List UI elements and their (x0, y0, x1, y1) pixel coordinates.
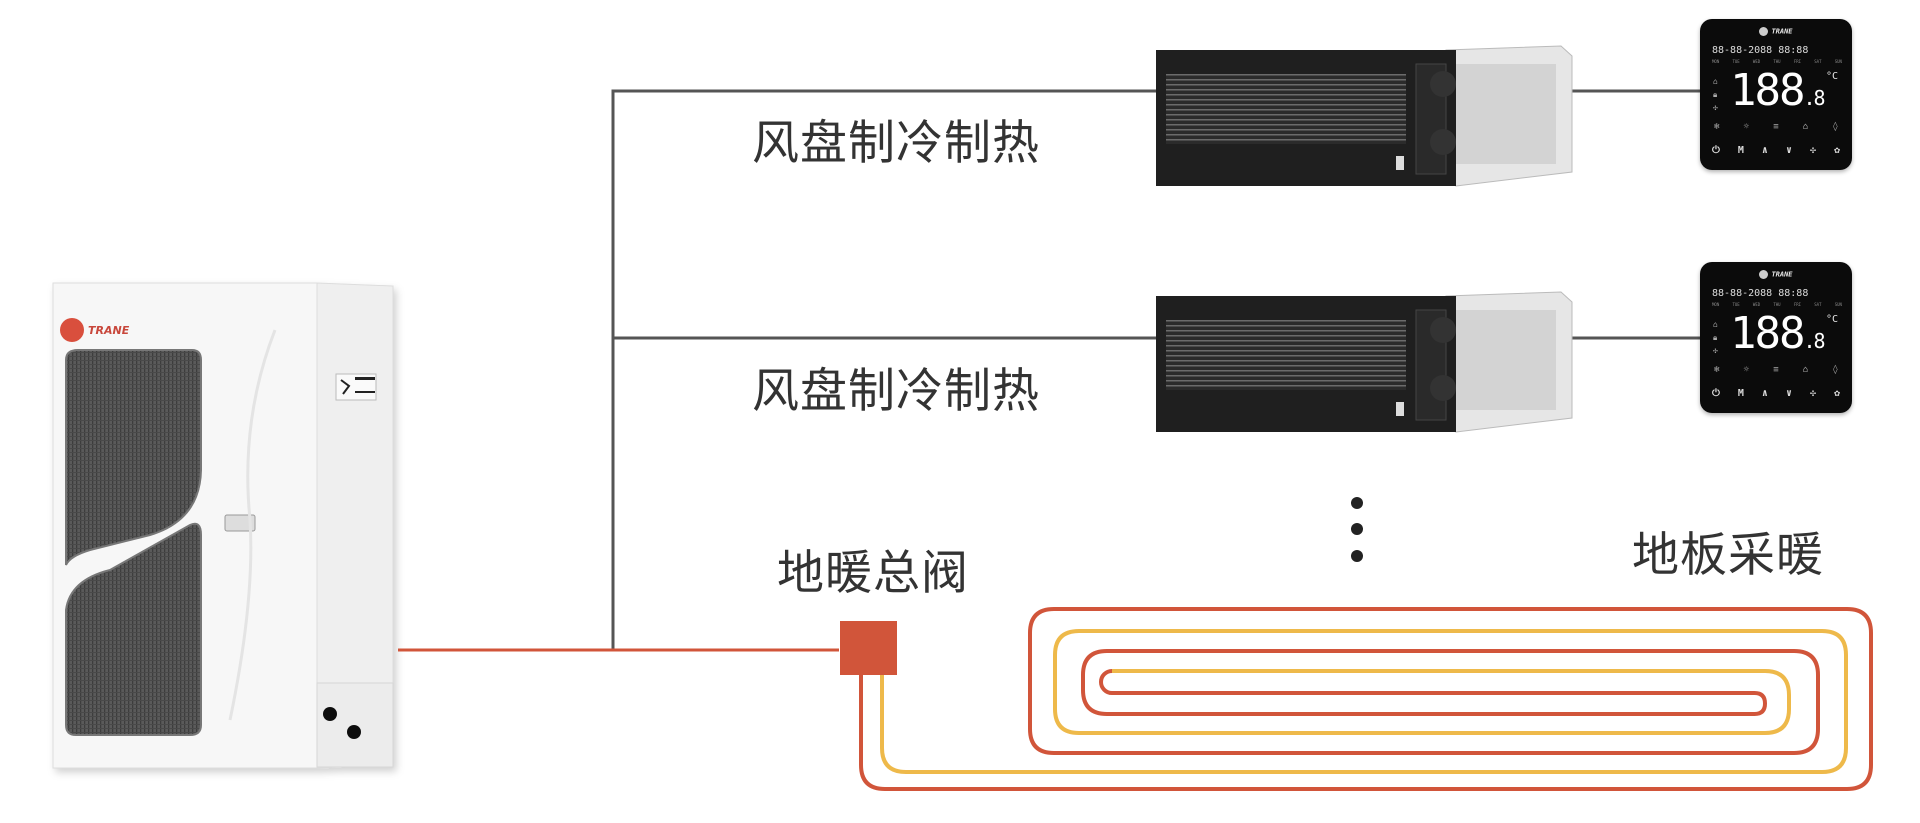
settings-button[interactable]: ✿ (1833, 145, 1840, 156)
weekday-row: MON TUE WED THU FRI SAT SUN (1712, 302, 1842, 307)
mode-button[interactable]: M (1737, 145, 1744, 156)
heating-icon: ≡ (1773, 122, 1779, 132)
thermostat-buttons: ⏻ M ∧ ∨ ✣ ✿ (1712, 145, 1840, 156)
fan-coil-2-label: 风盘制冷制热 (752, 364, 1040, 419)
power-button[interactable]: ⏻ (1712, 388, 1720, 399)
snowflake-icon: ❄ (1714, 122, 1720, 132)
fan-coil-unit-2 (1156, 291, 1573, 433)
temp-value: 188 (1730, 65, 1805, 116)
temperature-display: 188.8 (1730, 69, 1826, 113)
sun-icon: ☼ (1743, 122, 1750, 132)
day: WED (1752, 59, 1761, 64)
fan-coil-unit-1 (1156, 45, 1573, 187)
home-icon: ⌂ (1802, 122, 1809, 132)
branch-lines (611, 89, 1702, 650)
brand-text: TRANE (1771, 27, 1793, 36)
status-icons: ⌂🔒︎✣ (1713, 320, 1718, 355)
mode-icons: ❄ ☼ ≡ ⌂ ◊ (1714, 365, 1838, 375)
svg-text:TRANE: TRANE (88, 324, 130, 337)
status-icons: ⌂🔒︎✣ (1713, 77, 1718, 112)
sun-icon: ☼ (1743, 365, 1750, 375)
floor-heating-label: 地板采暖 (1632, 528, 1824, 583)
trane-logo-icon (1759, 270, 1769, 279)
temperature-unit: °C (1825, 71, 1838, 82)
temperature-unit: °C (1825, 314, 1838, 325)
up-button[interactable]: ∧ (1761, 388, 1768, 399)
drop-icon: ◊ (1832, 365, 1838, 375)
mode-icons: ❄ ☼ ≡ ⌂ ◊ (1714, 122, 1838, 132)
thermostat-buttons: ⏻ M ∧ ∨ ✣ ✿ (1712, 388, 1840, 399)
floor-heating-main-valve[interactable] (840, 621, 897, 675)
temp-decimal: .8 (1803, 86, 1825, 110)
day: MON (1712, 59, 1720, 64)
mode-button[interactable]: M (1737, 388, 1744, 399)
thermostat-1[interactable]: TRANE 88-88-2088 88:88 MON TUE WED THU FRI SA… (1700, 19, 1852, 170)
fan-coil-1-label: 风盘制冷制热 (752, 116, 1040, 171)
time-display: 88:88 (1778, 45, 1809, 56)
temp-decimal: .8 (1803, 329, 1825, 353)
date-display: 88-88-2088 (1712, 45, 1773, 56)
fan-button[interactable]: ✣ (1809, 388, 1816, 399)
day: SUN (1834, 302, 1842, 307)
more-units-ellipsis (1351, 497, 1363, 562)
temp-value: 188 (1730, 308, 1805, 359)
fan-button[interactable]: ✣ (1809, 145, 1816, 156)
thermostat-brand: TRANE (1700, 270, 1852, 279)
weekday-row: MON TUE WED THU FRI SAT SUN (1712, 59, 1842, 64)
home-icon: ⌂ (1802, 365, 1809, 375)
day: THU (1773, 302, 1781, 307)
drop-icon: ◊ (1832, 122, 1838, 132)
floor-heating-supply-loop (859, 607, 1873, 791)
outdoor-heat-pump-unit: TRANE (52, 282, 394, 769)
thermostat-brand: TRANE (1700, 27, 1852, 36)
day: SUN (1834, 59, 1842, 64)
day: SAT (1814, 59, 1822, 64)
day: SAT (1814, 302, 1822, 307)
floor-heating-return-loop (880, 629, 1848, 774)
day: TUE (1732, 59, 1740, 64)
floor-valve-label: 地暖总阀 (777, 546, 969, 601)
heating-icon: ≡ (1773, 365, 1779, 375)
date-time-display: 88-88-2088 88:88 (1712, 45, 1808, 56)
down-button[interactable]: ∨ (1785, 145, 1792, 156)
power-button[interactable]: ⏻ (1712, 145, 1720, 156)
settings-button[interactable]: ✿ (1833, 388, 1840, 399)
brand-text: TRANE (1771, 270, 1793, 279)
time-display: 88:88 (1778, 288, 1809, 299)
thermostat-2[interactable]: TRANE 88-88-2088 88:88 MON TUE WED THU FRI SA… (1700, 262, 1852, 413)
date-time-display: 88-88-2088 88:88 (1712, 288, 1808, 299)
down-button[interactable]: ∨ (1785, 388, 1792, 399)
up-button[interactable]: ∧ (1761, 145, 1768, 156)
trane-logo: TRANE (60, 318, 130, 342)
day: MON (1712, 302, 1720, 307)
day: WED (1752, 302, 1761, 307)
snowflake-icon: ❄ (1714, 365, 1720, 375)
day: THU (1773, 59, 1781, 64)
day: FRI (1793, 59, 1802, 64)
temperature-display: 188.8 (1730, 312, 1826, 356)
trane-logo-icon (1759, 27, 1769, 36)
date-display: 88-88-2088 (1712, 288, 1773, 299)
day: FRI (1793, 302, 1802, 307)
day: TUE (1732, 302, 1740, 307)
